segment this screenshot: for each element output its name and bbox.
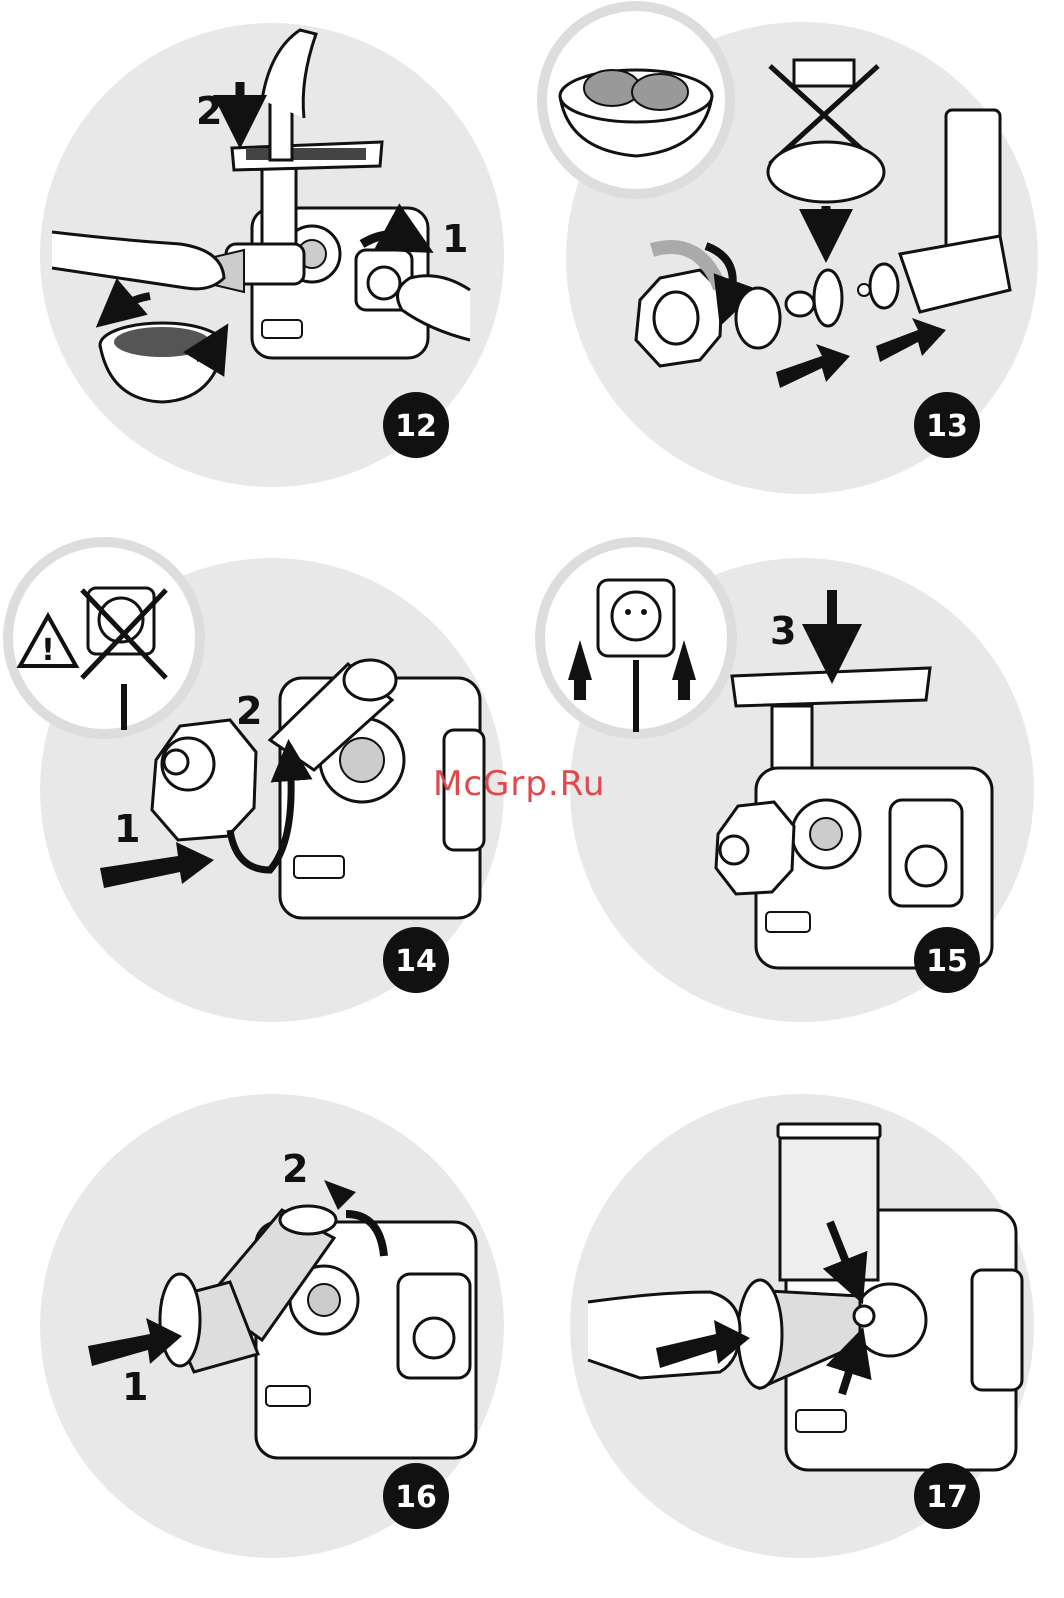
step-12-number: 12 bbox=[395, 409, 437, 444]
step-14-callout-2: 2 bbox=[236, 689, 262, 733]
step-12-callout-1: 1 bbox=[442, 217, 468, 261]
step-14-callout-1: 1 bbox=[114, 807, 140, 851]
step-15-callout-3: 3 bbox=[770, 609, 796, 653]
svg-text:!: ! bbox=[41, 633, 55, 668]
step-12-badge: 12 bbox=[383, 392, 449, 458]
step-15-badge: 15 bbox=[914, 927, 980, 993]
step-14-badge: 14 bbox=[383, 927, 449, 993]
step-16-callout-2: 2 bbox=[282, 1147, 308, 1191]
step-17-badge: 17 bbox=[914, 1463, 980, 1529]
step-16-number: 16 bbox=[395, 1480, 437, 1515]
step-14-number: 14 bbox=[395, 944, 437, 979]
step-17-number: 17 bbox=[926, 1480, 968, 1515]
step-13-number: 13 bbox=[926, 409, 968, 444]
step-15-number: 15 bbox=[926, 944, 968, 979]
watermark-text: McGrp.Ru bbox=[433, 764, 605, 804]
step-12-callout-2: 2 bbox=[196, 89, 222, 133]
step-13-badge: 13 bbox=[914, 392, 980, 458]
step-16-badge: 16 bbox=[383, 1463, 449, 1529]
step-16-callout-1: 1 bbox=[122, 1365, 148, 1409]
